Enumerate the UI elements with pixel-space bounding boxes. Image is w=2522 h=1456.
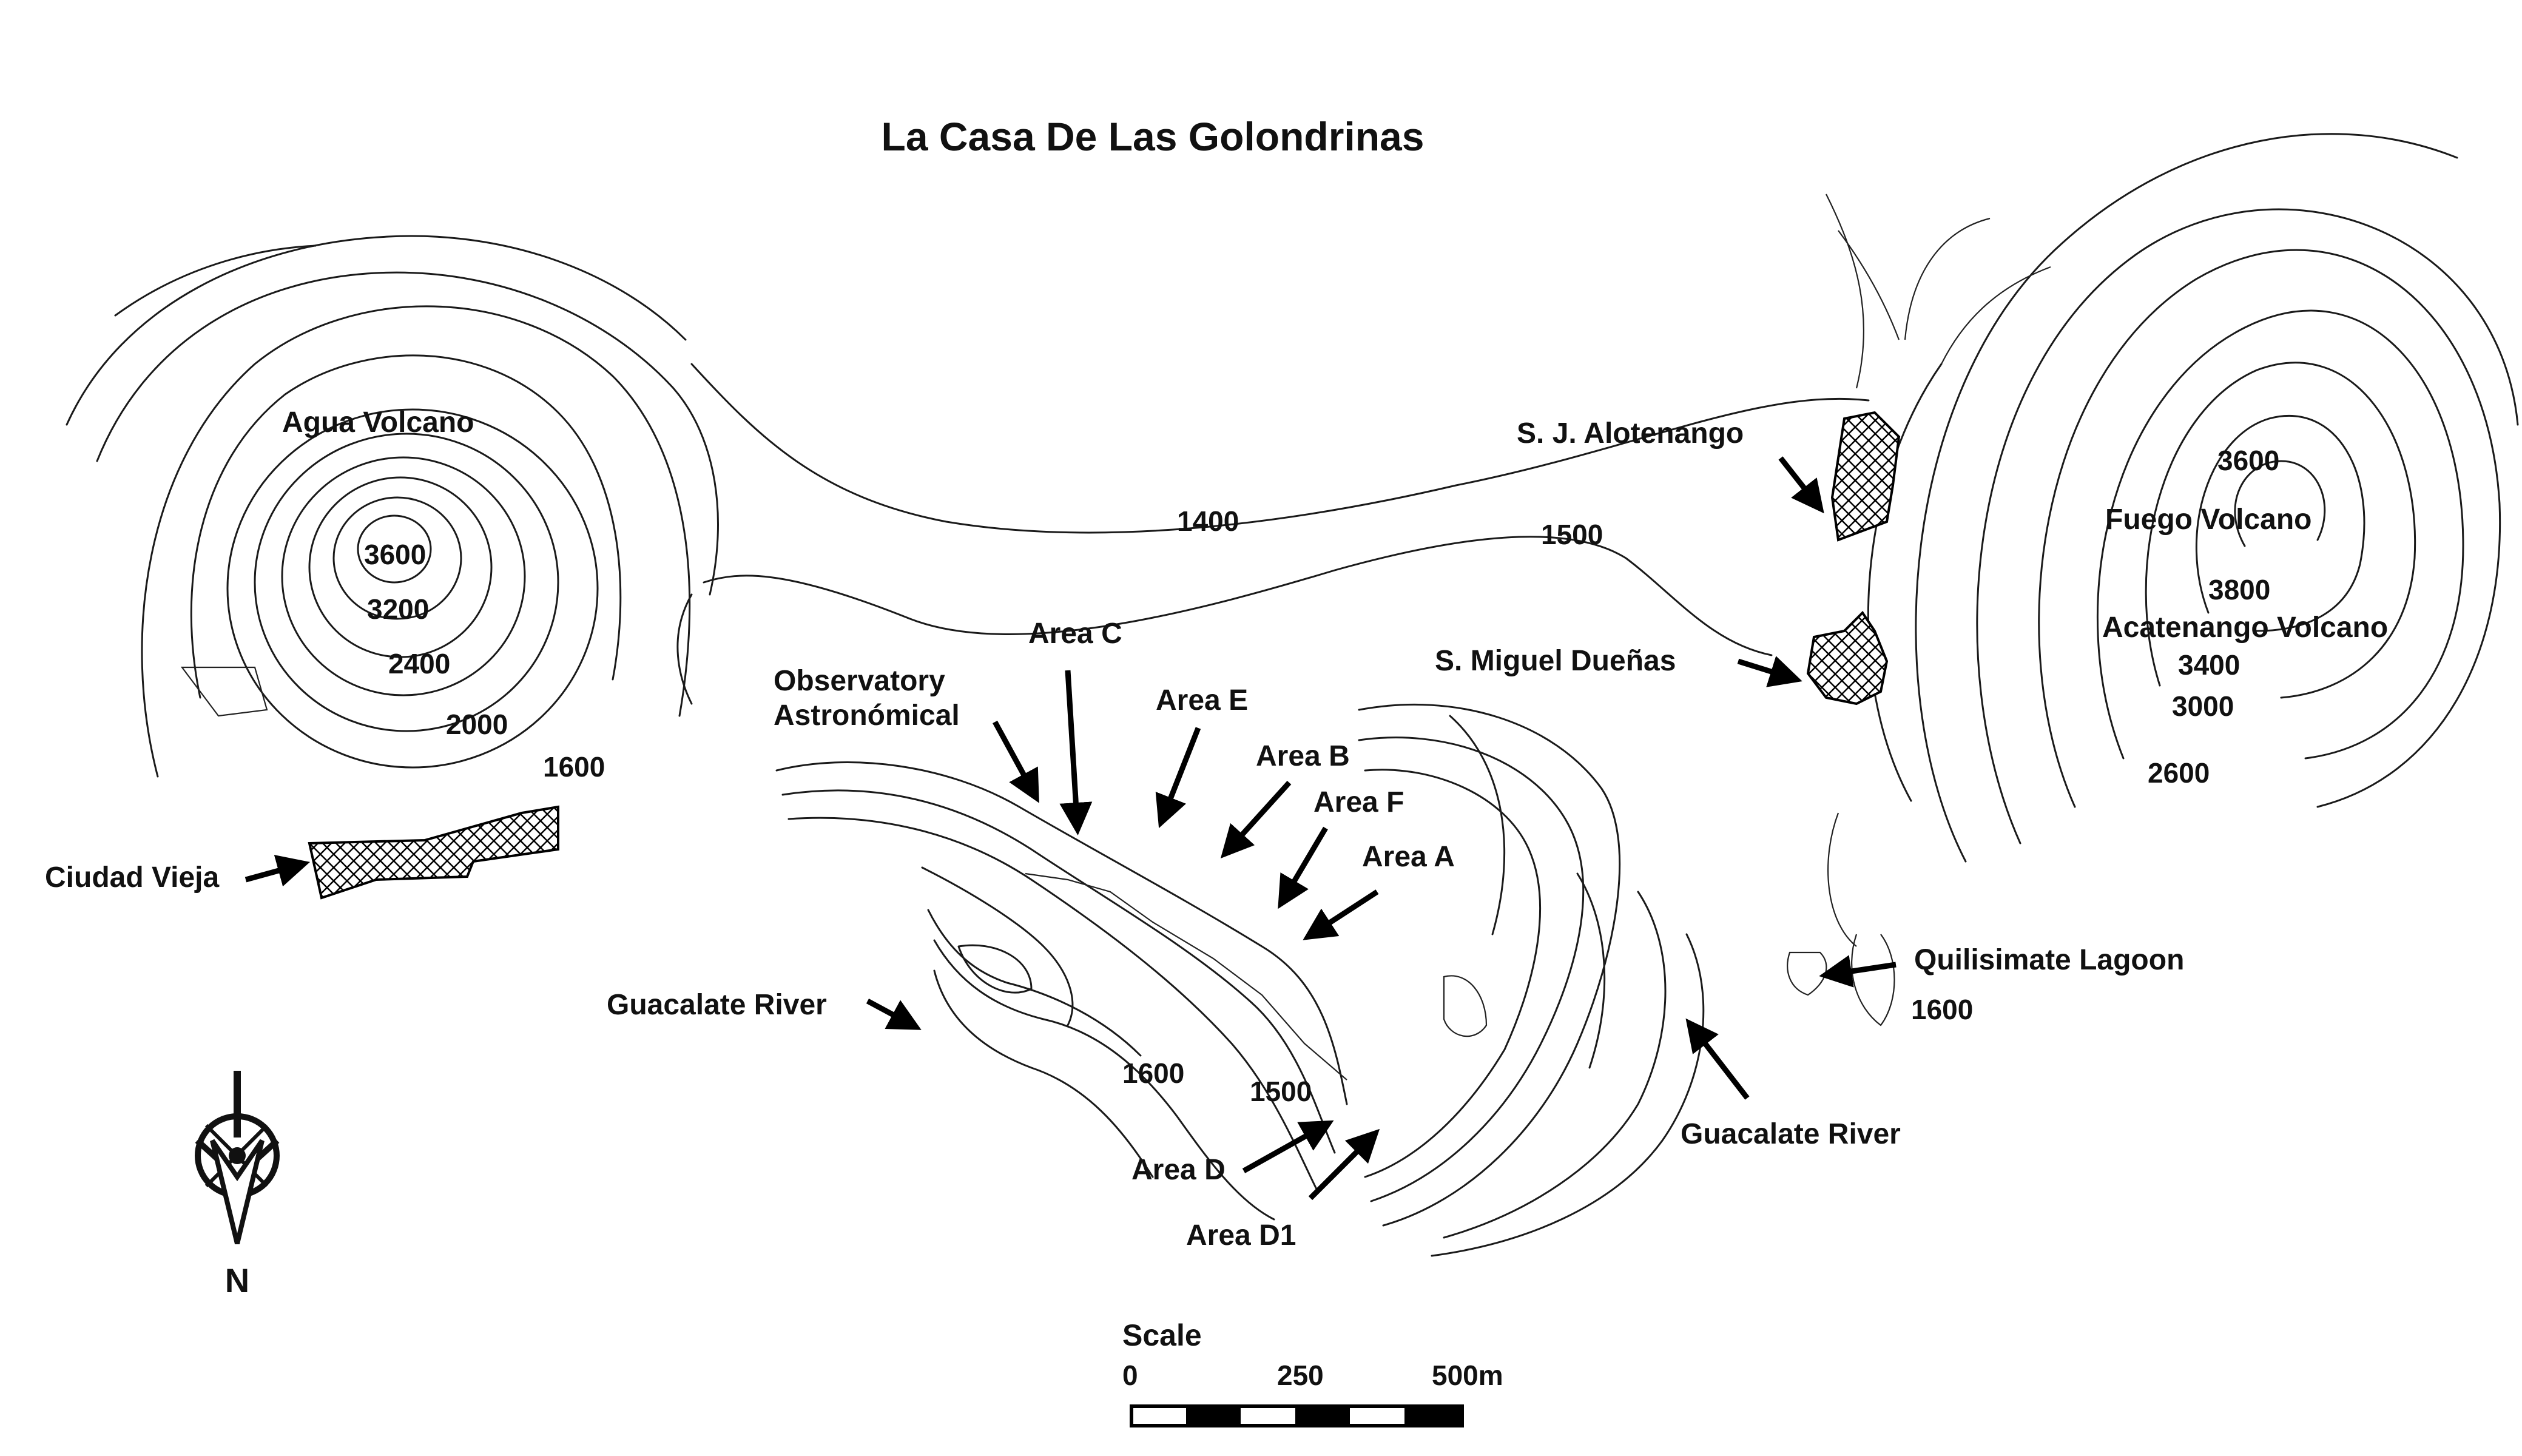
ciudad-vieja-arrow	[244, 855, 311, 887]
area-e-arrow	[1155, 727, 1201, 829]
north-arrow-icon: N	[195, 1071, 280, 1299]
sj-alotenango-label: S. J. Alotenango	[1517, 417, 1744, 450]
guacalate-river-west-label: Guacalate River	[607, 989, 827, 1021]
agua-volcano-label: Agua Volcano	[282, 406, 474, 439]
guacalate-river-east-arrow	[1685, 1018, 1750, 1100]
area-d-label: Area D	[1131, 1154, 1226, 1186]
elev-lagoon-1600: 1600	[1911, 994, 1973, 1025]
elev-agua-3200: 3200	[367, 593, 429, 625]
elev-valley-1400: 1400	[1177, 505, 1239, 537]
fuego-volcano-label: Fuego Volcano	[2105, 504, 2311, 536]
map-title: La Casa De Las Golondrinas	[882, 114, 1425, 159]
ciudad-vieja-town	[308, 805, 559, 900]
valley-contours	[676, 363, 1870, 705]
area-b-arrow	[1220, 780, 1292, 859]
sj-alotenango-arrow	[1778, 456, 1824, 514]
elev-fuego-3800: 3800	[2208, 574, 2270, 605]
agua-volcano-contours	[66, 235, 719, 778]
elev-valley-1500: 1500	[1541, 519, 1603, 550]
elev-site-1600: 1600	[1122, 1057, 1184, 1089]
fuego-volcano-contours	[1826, 133, 2519, 863]
elev-site-1500: 1500	[1250, 1076, 1312, 1107]
site-contours	[775, 703, 1705, 1257]
elev-agua-3600: 3600	[364, 539, 426, 570]
scale-tick-250: 250	[1277, 1360, 1324, 1391]
elev-agua-2400: 2400	[388, 648, 450, 679]
observatory-arrow	[993, 720, 1039, 803]
sj-alotenango-town	[1830, 411, 1901, 542]
area-f-label: Area F	[1313, 786, 1404, 818]
area-d1-label: Area D1	[1186, 1219, 1296, 1252]
north-label: N	[225, 1261, 249, 1299]
observatory-label-line1: Observatory	[774, 665, 945, 697]
area-d1-arrow	[1308, 1128, 1380, 1201]
quilisimate-lagoon-shape	[1787, 812, 1895, 1026]
observatory-label-line2: Astronómical	[774, 699, 960, 732]
guacalate-river-east-label: Guacalate River	[1681, 1118, 1901, 1150]
scale-tick-500m: 500m	[1432, 1360, 1503, 1391]
area-e-label: Area E	[1156, 684, 1248, 716]
area-f-arrow	[1278, 826, 1328, 909]
pointer-arrows	[244, 456, 1897, 1201]
acatenango-volcano-label: Acatenango Volcano	[2102, 612, 2388, 644]
scale-tick-0: 0	[1122, 1360, 1138, 1391]
quilisimate-lagoon-label: Quilisimate Lagoon	[1914, 944, 2184, 976]
elev-fuego-3400: 3400	[2178, 649, 2240, 681]
elev-fuego-3600: 3600	[2217, 445, 2279, 476]
s-miguel-duenas-town	[1806, 610, 1889, 706]
elev-agua-1600: 1600	[543, 751, 605, 783]
s-miguel-duenas-label: S. Miguel Dueñas	[1435, 645, 1676, 677]
guacalate-river-west-arrow	[866, 999, 922, 1030]
ciudad-vieja-label: Ciudad Vieja	[45, 861, 220, 894]
scale-bar: Scale 0 250 500m	[1122, 1318, 1503, 1427]
elev-fuego-3000: 3000	[2172, 690, 2234, 722]
area-a-label: Area A	[1362, 841, 1455, 873]
elev-fuego-2600: 2600	[2148, 757, 2210, 789]
quilisimate-lagoon-arrow	[1819, 955, 1897, 988]
town-areas	[308, 411, 1901, 900]
area-b-label: Area B	[1256, 740, 1350, 772]
area-c-label: Area C	[1028, 618, 1122, 650]
area-c-arrow	[1059, 670, 1093, 835]
scale-title: Scale	[1122, 1318, 1202, 1352]
area-d-arrow	[1242, 1120, 1334, 1173]
elev-agua-2000: 2000	[446, 709, 508, 740]
area-a-arrow	[1303, 889, 1379, 940]
s-miguel-duenas-arrow	[1737, 656, 1802, 687]
